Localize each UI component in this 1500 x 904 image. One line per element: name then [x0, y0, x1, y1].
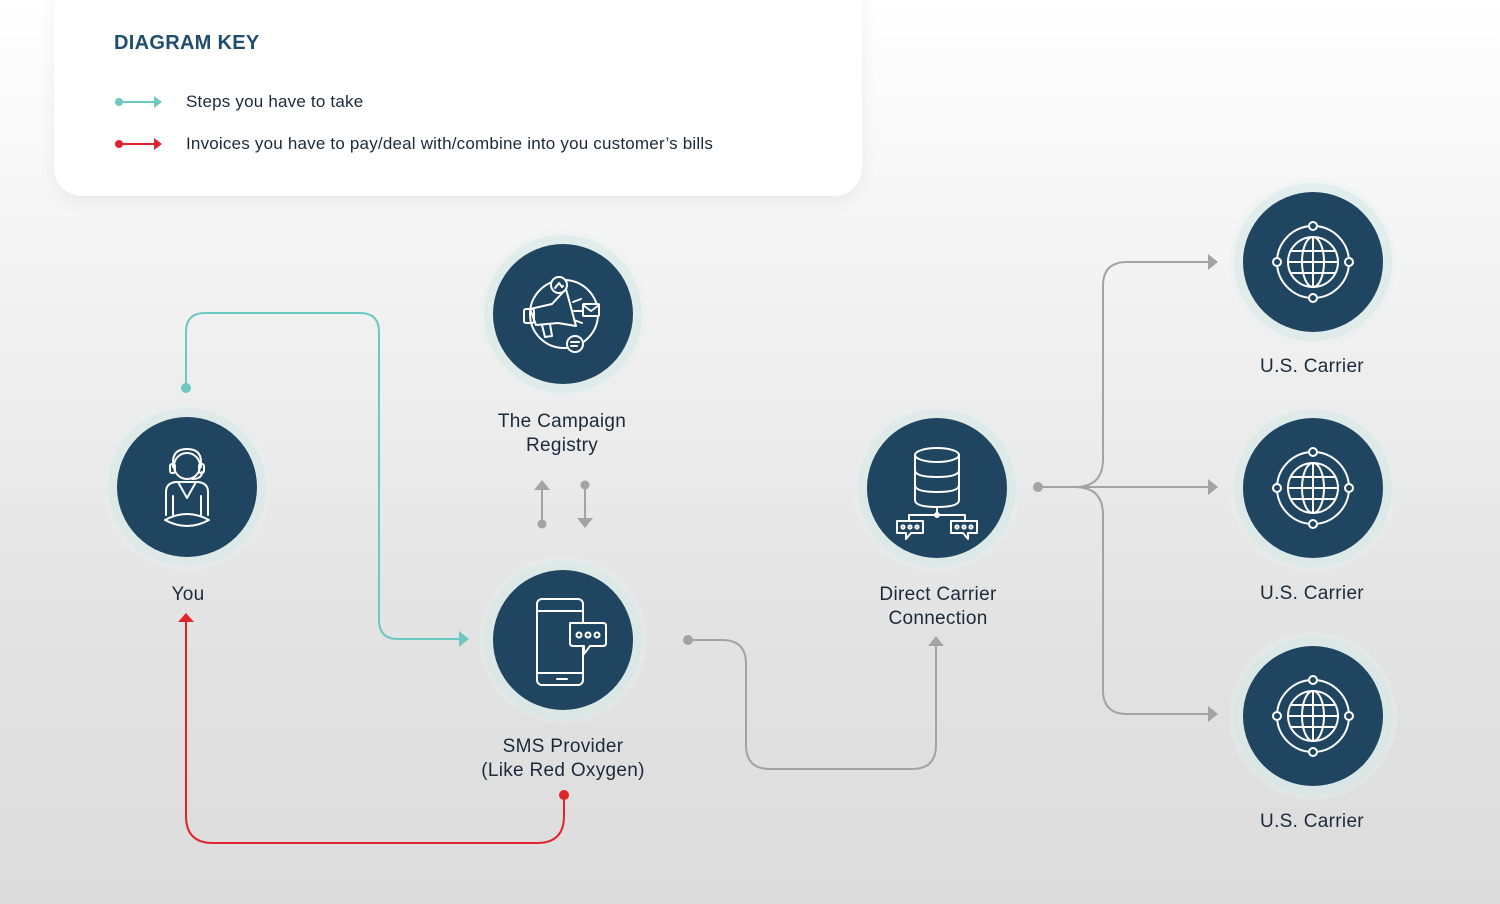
- connector-sms-to-direct: [683, 635, 944, 770]
- globe-icon: [1272, 675, 1354, 757]
- red-arrow-icon: [115, 138, 162, 150]
- node-campaign-registry: [493, 244, 633, 384]
- label-campaign-registry: The Campaign Registry: [497, 411, 627, 456]
- key-item-steps: Steps you have to take: [114, 87, 363, 117]
- key-item-invoices: Invoices you have to pay/deal with/combi…: [114, 129, 713, 159]
- connector-registry-sms: [534, 480, 593, 529]
- label-us-carrier: U.S. Carrier: [1260, 356, 1364, 377]
- connector-you-to-sms: [181, 312, 469, 647]
- connector-sms-invoice-to-you: [178, 613, 569, 844]
- key-item-label: Invoices you have to pay/deal with/combi…: [186, 134, 714, 153]
- key-title: DIAGRAM KEY: [114, 32, 260, 54]
- connector-direct-to-carriers: [1033, 254, 1218, 722]
- node-us-carrier: [1243, 418, 1383, 558]
- person-headset-icon: [164, 448, 210, 527]
- node-us-carrier: [1243, 646, 1383, 786]
- label-you: You: [171, 584, 205, 605]
- globe-icon: [1272, 447, 1354, 529]
- label-sms-provider: SMS Provider (Like Red Oxygen): [481, 736, 645, 781]
- node-us-carrier: [1243, 192, 1383, 332]
- megaphone-icon: [523, 276, 600, 353]
- teal-arrow-icon: [115, 96, 162, 108]
- database-network-icon: [896, 447, 978, 540]
- label-us-carrier: U.S. Carrier: [1260, 583, 1364, 604]
- phone-chat-icon: [536, 598, 607, 686]
- diagram-key: DIAGRAM KEY Steps you have to take Invoi…: [54, 0, 862, 196]
- label-direct-carrier: Direct Carrier Connection: [879, 584, 997, 629]
- globe-icon: [1272, 221, 1354, 303]
- node-direct-carrier: [867, 418, 1007, 558]
- label-us-carrier: U.S. Carrier: [1260, 811, 1364, 832]
- key-item-label: Steps you have to take: [186, 92, 364, 111]
- node-you: [117, 417, 257, 557]
- node-sms-provider: [493, 570, 633, 710]
